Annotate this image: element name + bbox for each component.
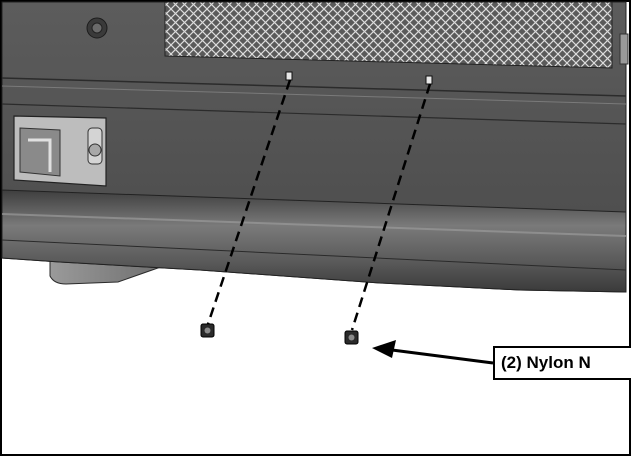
screw-hole-icon — [86, 17, 108, 39]
side-port-recess — [13, 115, 107, 187]
lower-bumper — [1, 189, 627, 293]
nylon-nut-icon — [200, 323, 215, 338]
arrow-icon — [372, 340, 494, 365]
dashed-guide-line-right — [350, 83, 432, 331]
mounting-hole-left — [285, 71, 293, 81]
vent-mesh — [164, 1, 613, 69]
panel-edge-line — [1, 85, 627, 105]
panel-edge-line — [1, 77, 627, 97]
bumper-edge — [1, 239, 627, 271]
bumper-highlight — [1, 213, 627, 237]
side-tab — [619, 33, 629, 65]
panel-edge-line — [1, 103, 627, 125]
callout-label: (2) Nylon N — [493, 346, 631, 380]
dashed-guide-line-left — [206, 79, 292, 325]
mounting-hole-right — [425, 75, 433, 85]
nylon-nut-icon — [344, 330, 359, 345]
